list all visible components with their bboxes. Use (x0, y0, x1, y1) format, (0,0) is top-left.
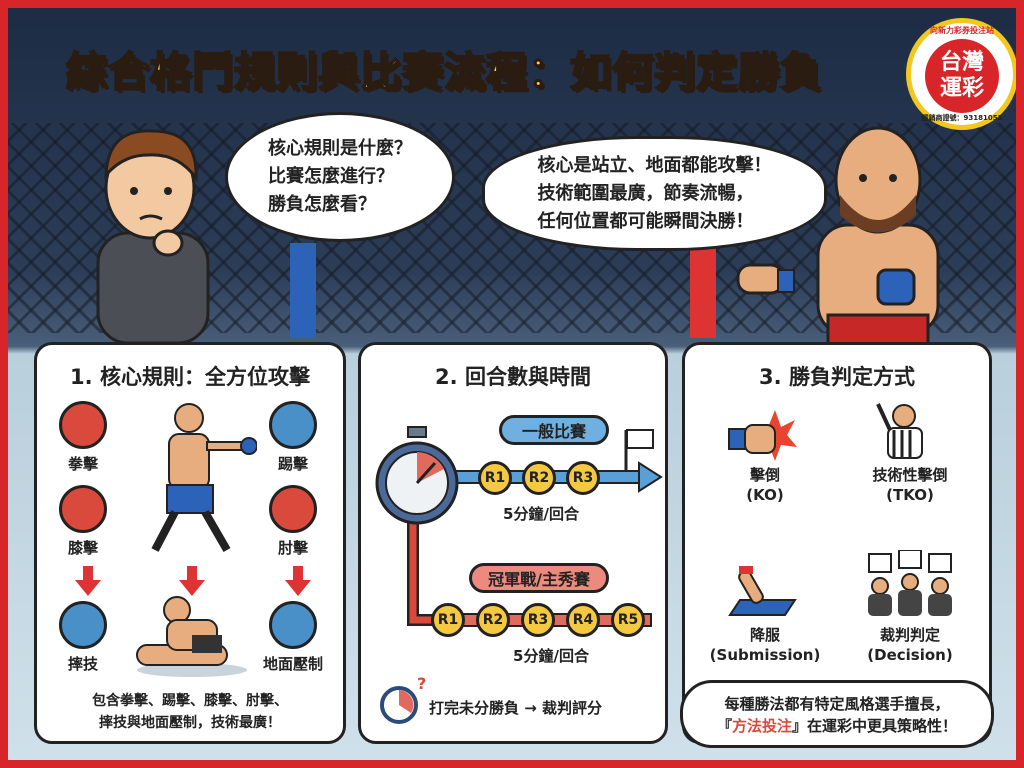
championship-label: 冠軍戰/主秀賽 (469, 563, 609, 593)
tip-highlight: 方法投注 (731, 717, 792, 735)
tip-bracket: 『 (716, 717, 732, 735)
betting-tip-bubble: 每種勝法都有特定風格選手擅長， 『方法投注』在運彩中更具策略性！ (680, 680, 994, 748)
round-badge: R4 (566, 603, 600, 637)
answer-line: 任何位置都可能瞬間決勝！ (537, 210, 754, 232)
panel-title: 2. 回合數與時間 (435, 365, 591, 389)
method-decision: 裁判判定 (Decision) (845, 625, 975, 665)
panel1-summary: 包含拳擊、踢擊、膝擊、肘擊、 摔技與地面壓制，技術最廣！ (37, 690, 343, 734)
standing-fighter-icon (151, 403, 257, 553)
small-stopwatch-question-icon: ? (380, 675, 426, 724)
arrow-down-icon (285, 566, 311, 596)
mma-fighter-illustration (736, 126, 940, 345)
page-title: 綜合格鬥規則與比賽流程：如何判定勝負 (65, 47, 822, 97)
logo-dealer-number: 經銷商證號：93181053 (921, 114, 1003, 122)
regular-match-label: 一般比賽 (499, 415, 609, 445)
technique-kick: 踢擊 (277, 455, 308, 473)
method-name: 技術性擊倒 (872, 466, 948, 484)
tip-line: 『方法投注』在運彩中更具策略性！ (683, 715, 991, 737)
round-badge: R1 (431, 603, 465, 637)
taiwan-sports-lottery-logo: 向新力彩券投注站 台灣運彩 經銷商證號：93181053 (906, 18, 1016, 130)
method-name: 裁判判定 (879, 626, 940, 644)
kick-icon (269, 401, 317, 449)
question-line: 比賽怎麼進行？ (268, 166, 394, 187)
question-line: 核心規則是什麼？ (268, 138, 412, 159)
regular-duration: 5分鐘/回合 (503, 505, 579, 523)
round-badge: R2 (522, 461, 556, 495)
knee-icon (59, 485, 107, 533)
round-badge: R2 (476, 603, 510, 637)
technique-ground-control: 地面壓制 (262, 655, 323, 673)
method-en: (Submission) (709, 646, 821, 664)
ko-fist-icon (728, 410, 797, 461)
logo-name-1: 台灣 (939, 50, 984, 75)
takedown-icon (59, 601, 107, 649)
question-line: 勝負怎麼看？ (268, 194, 376, 215)
round-badge: R1 (478, 461, 512, 495)
panel-win-methods: 3. 勝負判定方式 擊倒 (KO) 技術性擊倒 (TKO) 降服 (Submissio… (682, 342, 992, 744)
round-badge: R5 (611, 603, 645, 637)
method-en: (Decision) (867, 646, 953, 664)
technique-knee: 膝擊 (67, 539, 98, 557)
logo-shop-name: 向新力彩券投注站 (930, 26, 994, 35)
tap-out-icon (728, 566, 797, 616)
panel-core-rules: 1. 核心規則：全方位攻擊 拳擊 膝擊 踢擊 肘擊 摔技 地面壓制 (34, 342, 346, 744)
arrow-down-icon (179, 566, 205, 596)
curious-fan-illustration (96, 129, 210, 343)
ground-fight-icon (136, 596, 247, 677)
stopwatch-icon (375, 426, 459, 525)
method-name: 降服 (749, 626, 780, 644)
ground-control-icon (269, 601, 317, 649)
panel-title: 1. 核心規則：全方位攻擊 (70, 365, 310, 389)
decision-note: 打完未分勝負 → 裁判評分 (429, 699, 603, 717)
elbow-icon (269, 485, 317, 533)
method-name: 擊倒 (749, 466, 780, 484)
question-bubble: 核心規則是什麼？ 比賽怎麼進行？ 勝負怎麼看？ (225, 112, 455, 242)
round-badge: R3 (521, 603, 555, 637)
round-badge: R3 (566, 461, 600, 495)
answer-line: 技術範圍最廣，節奏流暢， (537, 182, 754, 204)
blue-corner-post (290, 243, 316, 338)
method-tko: 技術性擊倒 (TKO) (845, 465, 975, 505)
answer-bubble: 核心是站立、地面都能攻擊！ 技術範圍最廣，節奏流暢， 任何位置都可能瞬間決勝！ (482, 136, 827, 251)
logo-name-2: 運彩 (939, 76, 984, 101)
panel-rounds-time: 2. 回合數與時間 一般比賽 R1 R2 R3 5分鐘/回合 冠軍戰/主秀賽 R… (358, 342, 668, 744)
method-ko: 擊倒 (KO) (705, 465, 825, 505)
judges-icon (868, 550, 952, 616)
technique-elbow: 肘擊 (277, 539, 308, 557)
arrow-down-icon (75, 566, 101, 596)
answer-line: 核心是站立、地面都能攻擊！ (537, 154, 772, 176)
red-corner-post (690, 243, 716, 338)
technique-takedown: 摔技 (67, 655, 98, 673)
infographic: 綜合格鬥規則與比賽流程：如何判定勝負 向新力彩券投注站 台灣運彩 經銷商證號：9… (8, 8, 1016, 760)
technique-punch: 拳擊 (67, 455, 98, 473)
summary-line: 摔技與地面壓制，技術最廣！ (99, 715, 281, 731)
method-en: (TKO) (886, 486, 934, 504)
method-submission: 降服 (Submission) (690, 625, 840, 665)
method-en: (KO) (746, 486, 784, 504)
tip-text: 』在運彩中更具策略性！ (792, 717, 958, 735)
panel-title: 3. 勝負判定方式 (759, 365, 915, 389)
svg-text:?: ? (417, 675, 426, 693)
tip-line: 每種勝法都有特定風格選手擅長， (724, 695, 950, 713)
summary-line: 包含拳擊、踢擊、膝擊、肘擊、 (92, 693, 288, 709)
championship-duration: 5分鐘/回合 (513, 647, 589, 665)
referee-icon (876, 403, 923, 459)
punch-icon (59, 401, 107, 449)
